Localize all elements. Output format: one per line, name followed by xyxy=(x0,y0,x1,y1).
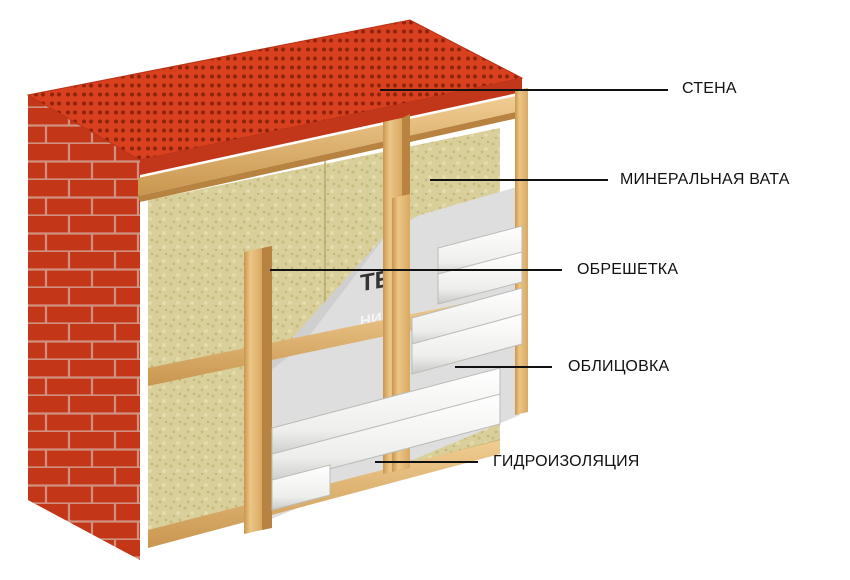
label-cladding: ОБЛИЦОВКА xyxy=(568,358,670,375)
brick-wall xyxy=(26,19,524,560)
label-waterproofing: ГИДРОИЗОЛЯЦИЯ xyxy=(493,453,640,470)
label-mineral-wool: МИНЕРАЛЬНАЯ ВАТА xyxy=(620,171,790,188)
siding-cladding xyxy=(271,225,523,511)
label-wall: СТЕНА xyxy=(682,80,737,97)
brick-wall-top xyxy=(28,20,522,160)
leader-lines xyxy=(270,89,668,463)
label-battens: ОБРЕШЕТКА xyxy=(577,261,679,278)
